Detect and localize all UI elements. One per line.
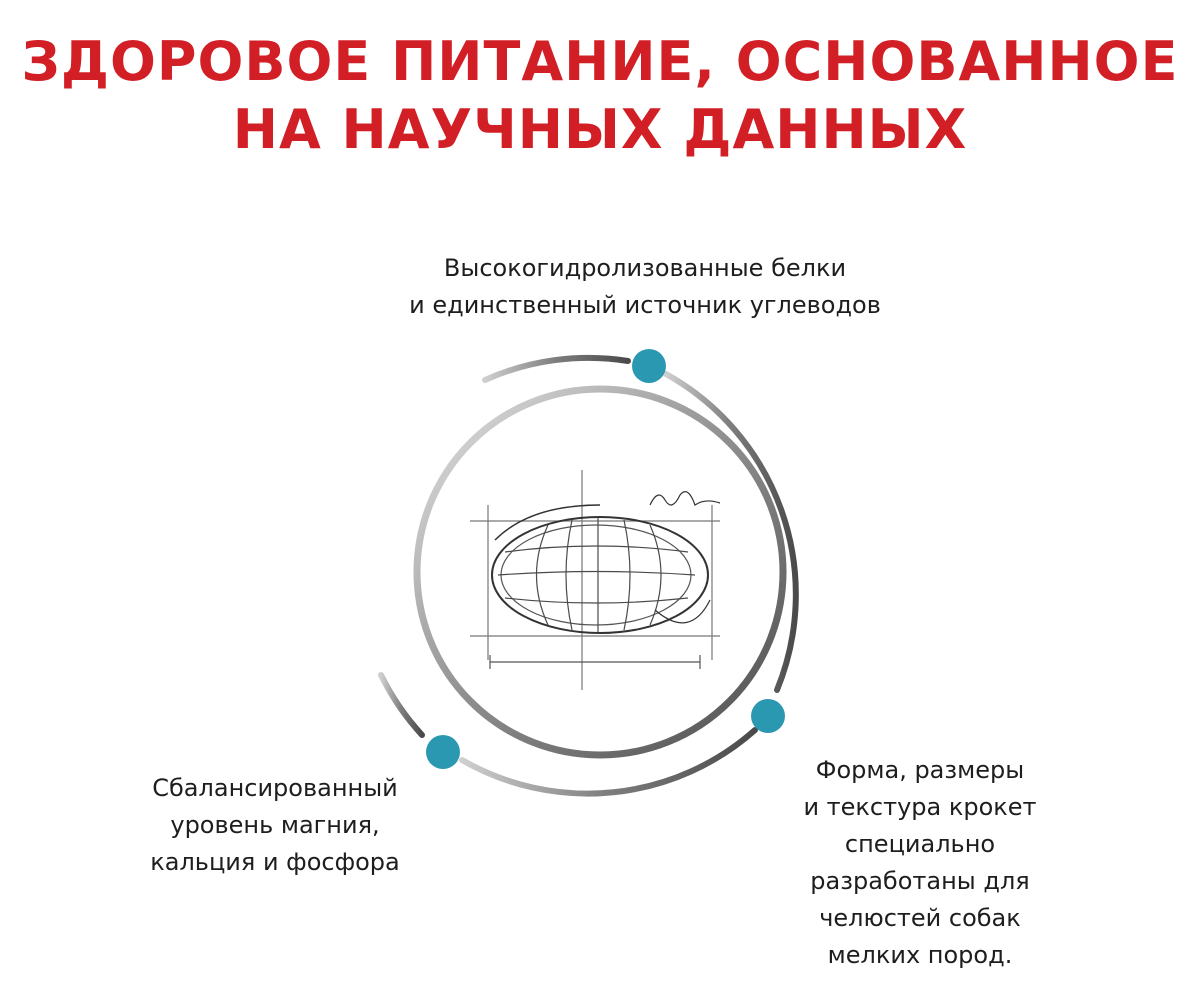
outer-arc-bottom: [459, 727, 758, 797]
benefit-left-line-2: уровень магния,: [170, 811, 380, 839]
outer-arc-top: [482, 354, 631, 383]
benefit-left-line-1: Сбалансированный: [152, 774, 398, 802]
benefit-dot-right: [751, 699, 785, 733]
benefit-right-line-3: специально: [844, 830, 996, 858]
benefit-top-line-2: и единственный источник углеводов: [409, 291, 881, 319]
benefit-left-caption: Сбалансированный уровень магния, кальция…: [110, 770, 440, 881]
benefit-right-line-5: челюстей собак: [819, 904, 1021, 932]
benefit-dot-left: [426, 735, 460, 769]
benefit-right-line-1: Форма, размеры: [815, 756, 1025, 784]
benefit-top-line-1: Высокогидролизованные белки: [443, 254, 847, 282]
kibble-sketch-icon: [470, 470, 721, 690]
benefit-right-caption: Форма, размеры и текстура крокет специал…: [770, 752, 1070, 974]
inner-ring: [413, 385, 787, 759]
benefit-right-line-4: разработаны для: [810, 867, 1030, 895]
benefit-dot-top: [632, 349, 666, 383]
outer-ring: [378, 354, 799, 797]
benefit-top-caption: Высокогидролизованные белки и единственн…: [300, 250, 990, 324]
benefit-left-line-3: кальция и фосфора: [150, 848, 400, 876]
outer-arc-left: [378, 672, 425, 738]
page-title: ЗДОРОВОЕ ПИТАНИЕ, ОСНОВАННОЕ НА НАУЧНЫХ …: [0, 28, 1200, 164]
benefit-right-line-2: и текстура крокет: [803, 793, 1037, 821]
outer-arc-right: [663, 371, 799, 693]
title-line-1: ЗДОРОВОЕ ПИТАНИЕ, ОСНОВАННОЕ: [21, 30, 1179, 93]
title-line-2: НА НАУЧНЫХ ДАННЫХ: [232, 98, 968, 161]
benefit-right-line-6: мелких пород.: [827, 941, 1013, 969]
